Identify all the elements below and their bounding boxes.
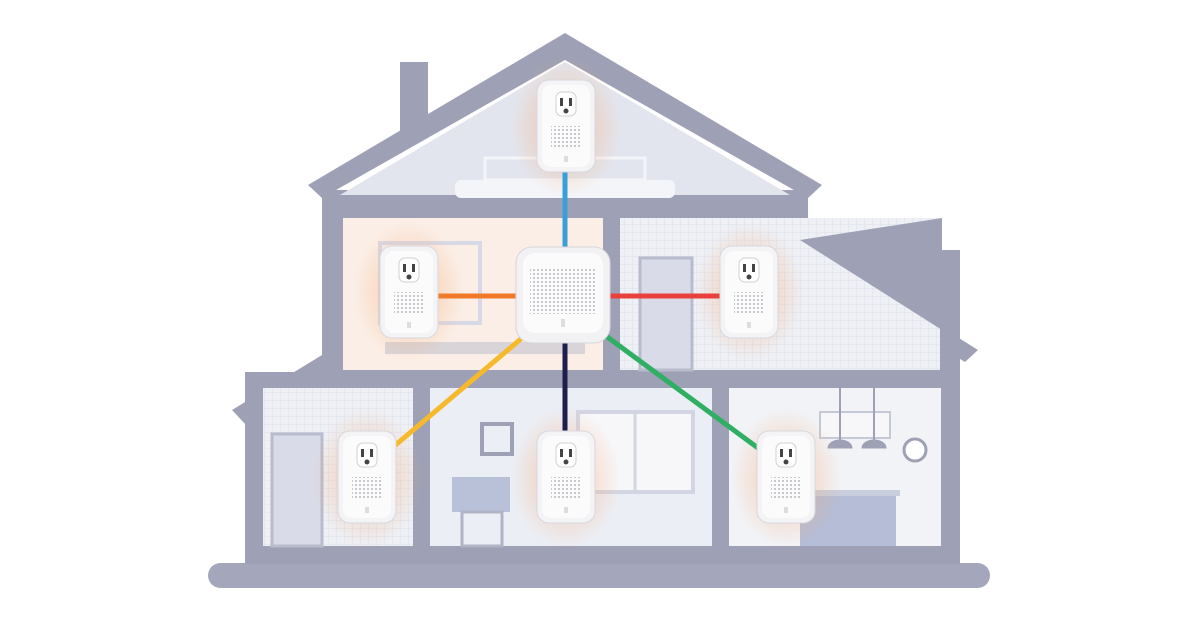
link-lower-right — [604, 333, 760, 451]
link-lower-left — [390, 336, 524, 450]
ground-bar — [208, 563, 990, 588]
mesh-plug-extender-icon — [337, 430, 397, 524]
mesh-plug-extender-icon — [719, 245, 779, 339]
mesh-links — [390, 172, 760, 451]
mesh-plug-extender-icon — [536, 79, 596, 173]
door-icon — [638, 256, 694, 372]
clock-icon — [902, 437, 928, 463]
mesh-hub-icon — [515, 246, 611, 344]
mesh-plug-extender-icon — [756, 430, 816, 524]
mesh-plug-extender-icon — [379, 245, 439, 339]
mesh-plug-extender-icon — [536, 430, 596, 524]
